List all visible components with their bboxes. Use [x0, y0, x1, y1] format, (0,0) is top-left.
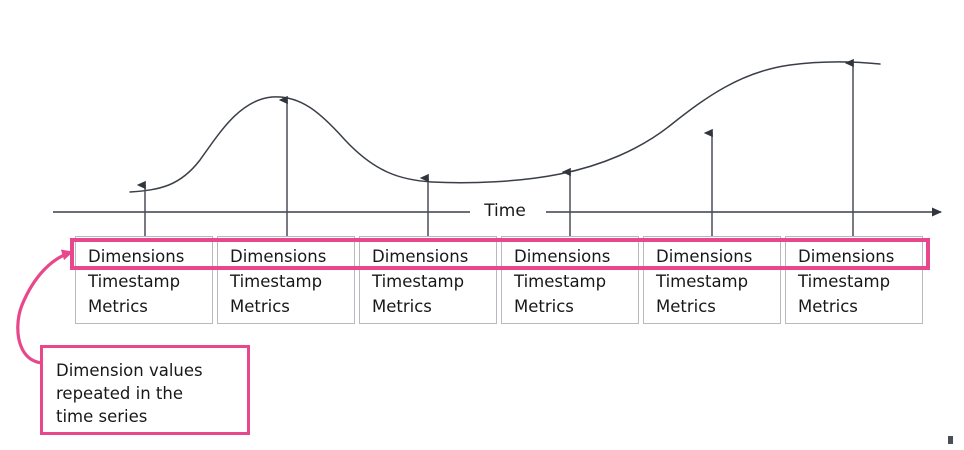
datapoint-6-metrics-label: Metrics	[798, 297, 858, 316]
time-axis-label: Time	[475, 203, 535, 220]
datapoint-3-metrics-label: Metrics	[372, 297, 432, 316]
datapoint-2-metrics-label: Metrics	[230, 297, 290, 316]
datapoint-box-1[interactable]	[75, 236, 213, 324]
callout-line-2: repeated in the	[56, 384, 184, 403]
datapoint-6-dimensions-label: Dimensions	[798, 247, 895, 266]
datapoint-3-dimensions-label: Dimensions	[372, 247, 469, 266]
datapoint-box-4[interactable]	[501, 236, 639, 324]
timeseries-curve	[129, 61, 881, 193]
datapoint-1-metrics-label: Metrics	[88, 297, 148, 316]
datapoint-2-timestamp-label: Timestamp	[230, 272, 323, 291]
datapoint-box-3[interactable]	[359, 236, 497, 324]
datapoint-6-timestamp-label: Timestamp	[798, 272, 891, 291]
datapoint-5-timestamp-label: Timestamp	[656, 272, 749, 291]
callout-connector-arrow	[16, 249, 74, 365]
datapoint-3-timestamp-label: Timestamp	[372, 272, 465, 291]
datapoint-1-timestamp-label: Timestamp	[88, 272, 181, 291]
datapoint-box-5[interactable]	[643, 236, 781, 324]
annotation-callout: Dimension values repeated in the time se…	[40, 345, 250, 435]
datapoint-4-dimensions-label: Dimensions	[514, 247, 611, 266]
corner-artifact	[948, 436, 953, 444]
datapoint-2-dimensions-label: Dimensions	[230, 247, 327, 266]
datapoint-5-dimensions-label: Dimensions	[656, 247, 753, 266]
datapoint-4-timestamp-label: Timestamp	[514, 272, 607, 291]
callout-line-1: Dimension values	[56, 361, 203, 380]
datapoint-box-2[interactable]	[217, 236, 355, 324]
callout-line-3: time series	[56, 407, 148, 426]
datapoint-box-6[interactable]	[785, 236, 923, 324]
datapoint-4-metrics-label: Metrics	[514, 297, 574, 316]
datapoint-5-metrics-label: Metrics	[656, 297, 716, 316]
datapoint-1-dimensions-label: Dimensions	[88, 247, 185, 266]
